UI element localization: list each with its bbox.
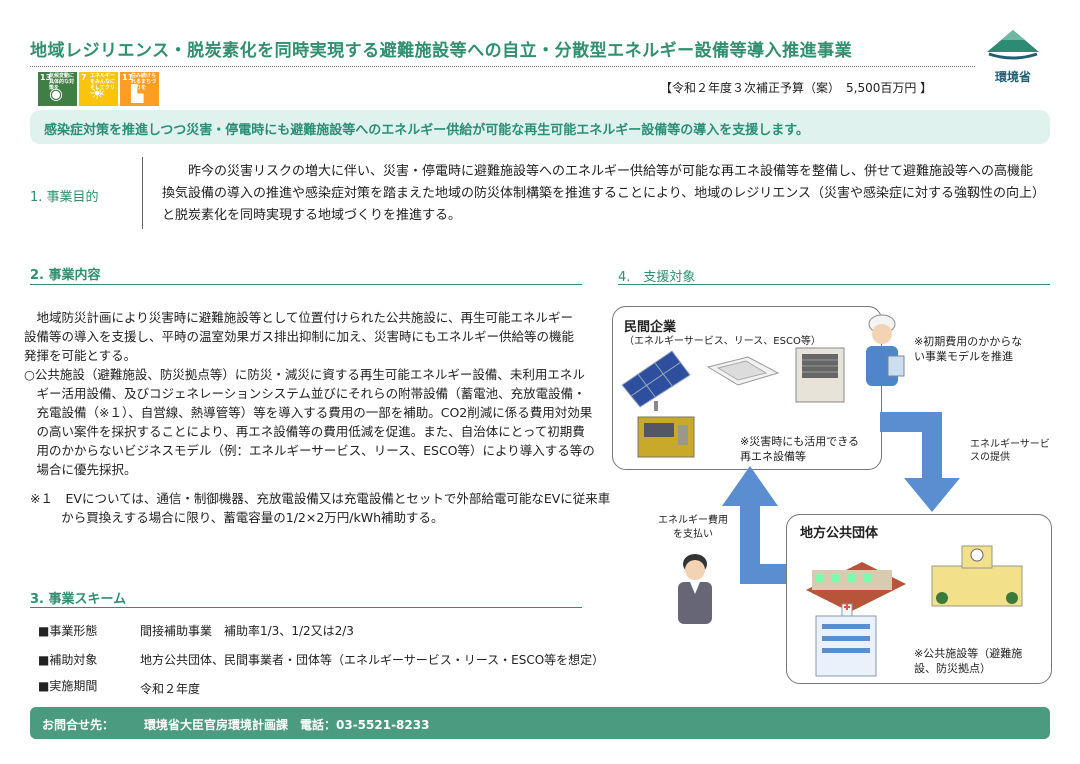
note-text: EVについては、通信・制御機器、充放電設備又は充電設備とセットで外部給電可能なE… [61,491,611,525]
engineer-icon [866,314,905,386]
scheme-value-target: 地方公共団体、民間事業者・団体等（エネルギーサービス・リース・ESCO等を想定） [140,653,605,667]
purpose-heading: 1. 事業目的 [30,190,99,205]
public-facilities-illustrations [806,545,1023,677]
support-rule [618,284,1050,285]
solar-panel-icon [621,350,691,411]
purpose-text: 昨今の災害リスクの増大に伴い、災害・停電時に避難施設等へのエネルギー供給等が可能… [162,164,1039,223]
air-conditioner-icon [706,356,780,386]
ministry-name: 環境省 [994,70,1031,84]
content-note: ※１ EVについては、通信・制御機器、充放電設備又は充電設備とセットで外部給電可… [30,489,611,527]
scheme-label-period: ■実施期間 [38,679,98,693]
contact-dept: 環境省大臣官房環境計画課 電話：03-5521-8233 [144,718,430,732]
mountain-logo-icon [987,30,1039,60]
scheme-rule [30,607,582,608]
cogeneration-unit-icon [795,347,845,403]
payment-arrow-icon [722,466,802,584]
private-note-1: ※初期費用のかからない事業モデルを推進 [914,335,1023,363]
battery-unit-icon [637,416,695,458]
arrow-left-label: エネルギー費用を支払い [658,515,728,540]
scheme-heading: 3. 事業スキーム [30,592,127,607]
arrow-right-label: エネルギーサービスの提供 [970,439,1050,463]
budget-label: 【令和２年度３次補正予算（案） 5,500百万円 】 [660,81,933,95]
contact-footer: お問合せ先： 環境省大臣官房環境計画課 電話：03-5521-8233 [30,707,1050,739]
summary-text: 感染症対策を推進しつつ災害・停電時にも避難施設等へのエネルギー供給が可能な再生可… [44,123,809,138]
content-heading: 2. 事業内容 [30,268,101,283]
sdg-11-icon: 11 住み続けられるまちづくりを ▙ [120,72,159,106]
summary-banner: 感染症対策を推進しつつ災害・停電時にも避難施設等へのエネルギー供給が可能な再生可… [30,110,1050,144]
content-paragraph-1: 地域防災計画により災害時に避難施設等として位置付けられた公共施設に、再生可能エネ… [24,310,575,363]
private-note-2: ※災害時にも活用できる再エネ設備等 [740,435,859,463]
private-company-sub: （エネルギーサービス、リース、ESCO等） [624,336,821,347]
hospital-icon [815,603,877,677]
private-company-title: 民間企業 [624,320,677,335]
content-rule [30,284,582,285]
official-person-icon [678,554,712,624]
sdgs-icons: 13 気候変動に具体的な対策を ◉ 7 エネルギーをみんなにそしてクリーンに ☀… [38,72,159,106]
purpose-divider [142,157,143,229]
scheme-label-target: ■補助対象 [38,653,98,667]
public-note: ※公共施設等（避難施設、防災拠点） [914,647,1023,675]
public-hall-icon [806,562,906,612]
scheme-value-type: 間接補助事業 補助率1/3、1/2又は2/3 [140,624,354,638]
sdg-7-icon: 7 エネルギーをみんなにそしてクリーンに ☀ [79,72,118,106]
public-body-title: 地方公共団体 [800,526,879,541]
support-heading: 4. 支援対象 [618,270,696,285]
note-mark: ※１ [30,491,53,506]
energy-service-arrow-icon [880,412,960,512]
page-title: 地域レジリエンス・脱炭素化を同時実現する避難施設等への自立・分散型エネルギー設備… [30,41,853,61]
equipment-illustrations [621,350,780,458]
content-paragraph-2: ○公共施設（避難施設、防災拠点等）に防災・減災に資する再生可能エネルギー設備、未… [24,367,595,477]
ministry-logo: 環境省 [978,28,1048,98]
scheme-value-period: 令和２年度 [140,682,201,696]
school-icon [931,545,1023,607]
title-divider [30,66,975,67]
contact-label: お問合せ先： [42,718,115,732]
sdg-13-icon: 13 気候変動に具体的な対策を ◉ [38,72,77,106]
scheme-label-type: ■事業形態 [38,624,98,638]
